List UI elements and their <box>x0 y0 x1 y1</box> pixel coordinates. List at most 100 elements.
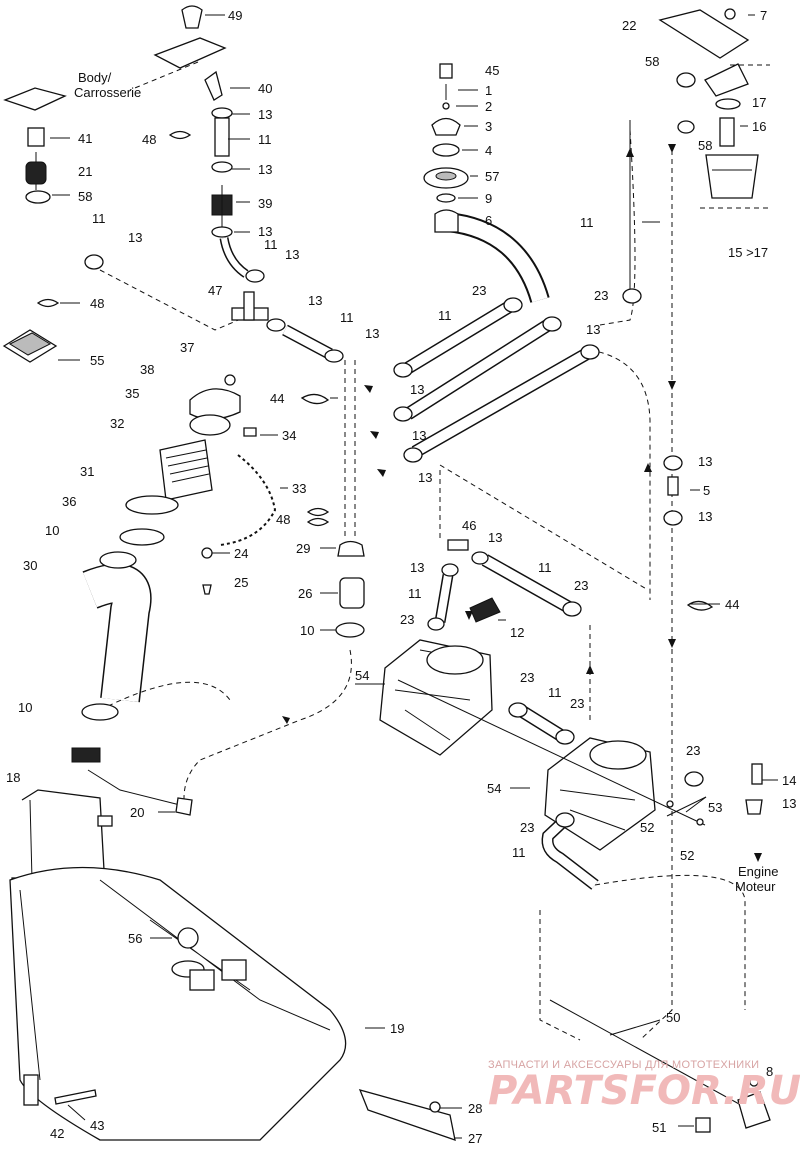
note-body: Body/ <box>78 70 112 85</box>
label-43: 43 <box>90 1118 104 1133</box>
label-20: 20 <box>130 805 144 820</box>
label-11: 11 <box>264 237 278 252</box>
label-33: 33 <box>292 481 306 496</box>
label-39: 39 <box>258 196 272 211</box>
label-49: 49 <box>228 8 242 23</box>
label-3: 3 <box>485 119 492 134</box>
label-10: 10 <box>18 700 32 715</box>
label-13: 13 <box>308 293 322 308</box>
label-23: 23 <box>686 743 700 758</box>
label-18: 18 <box>6 770 20 785</box>
label-44: 44 <box>725 597 739 612</box>
label-25: 25 <box>234 575 248 590</box>
note-engine-fr: Moteur <box>735 879 776 894</box>
label-10: 10 <box>45 523 59 538</box>
label-5: 5 <box>703 483 710 498</box>
note-engine: Engine <box>738 864 778 879</box>
label-40: 40 <box>258 81 272 96</box>
label-17: 17 <box>752 95 766 110</box>
flow-arrows <box>282 144 762 862</box>
label-30: 30 <box>23 558 37 573</box>
label-13: 13 <box>488 530 502 545</box>
watermark-logo: PARTSFOR.RU <box>488 1068 800 1114</box>
label-26: 26 <box>298 586 312 601</box>
label-44: 44 <box>270 391 284 406</box>
label-48: 48 <box>142 132 156 147</box>
label-23: 23 <box>520 670 534 685</box>
label-13: 13 <box>412 428 426 443</box>
label-11: 11 <box>340 310 354 325</box>
label-11: 11 <box>92 211 106 226</box>
label-13: 13 <box>258 224 272 239</box>
label-48: 48 <box>90 296 104 311</box>
label-42: 42 <box>50 1126 64 1141</box>
label-23: 23 <box>594 288 608 303</box>
label-13: 13 <box>782 796 796 811</box>
label-13: 13 <box>698 454 712 469</box>
label-46: 46 <box>462 518 476 533</box>
label-55: 55 <box>90 353 104 368</box>
label-23: 23 <box>472 283 486 298</box>
parts <box>2 5 771 1141</box>
label-47: 47 <box>208 283 222 298</box>
label-34: 34 <box>282 428 296 443</box>
hose-lines <box>27 120 631 890</box>
label-13: 13 <box>698 509 712 524</box>
label-22: 22 <box>622 18 636 33</box>
label-14: 14 <box>782 773 796 788</box>
label-58: 58 <box>698 138 712 153</box>
label-12: 12 <box>510 625 524 640</box>
label-58: 58 <box>78 189 92 204</box>
label-29: 29 <box>296 541 310 556</box>
label-41: 41 <box>78 131 92 146</box>
watermark-tagline: ЗАПЧАСТИ И АКСЕССУАРЫ ДЛЯ МОТОТЕХНИКИ <box>488 1059 759 1071</box>
label-58: 58 <box>645 54 659 69</box>
label-32: 32 <box>110 416 124 431</box>
label-31: 31 <box>80 464 94 479</box>
label-51: 51 <box>652 1120 666 1135</box>
label-53: 53 <box>708 800 722 815</box>
label-50: 50 <box>666 1010 680 1025</box>
label-52: 52 <box>680 848 694 863</box>
label-54: 54 <box>355 668 369 683</box>
label-11: 11 <box>548 685 562 700</box>
label-9: 9 <box>485 191 492 206</box>
label-13: 13 <box>410 382 424 397</box>
label-36: 36 <box>62 494 76 509</box>
label-13: 13 <box>365 326 379 341</box>
label-1: 1 <box>485 83 492 98</box>
notes: Body/ Carrosserie Engine Moteur <box>74 70 778 894</box>
label-8: 8 <box>766 1064 773 1079</box>
label-11: 11 <box>438 308 452 323</box>
label-13: 13 <box>586 322 600 337</box>
label-11: 11 <box>258 132 272 147</box>
routing-lines <box>99 61 770 1041</box>
label-54: 54 <box>487 781 501 796</box>
part-labels: 49 40 13 11 48 13 39 13 11 13 41 21 58 1… <box>6 8 796 1146</box>
label-13: 13 <box>418 470 432 485</box>
label-4: 4 <box>485 143 492 158</box>
note-body-fr: Carrosserie <box>74 85 141 100</box>
label-13: 13 <box>128 230 142 245</box>
label-24: 24 <box>234 546 248 561</box>
label-48: 48 <box>276 512 290 527</box>
label-21: 21 <box>78 164 92 179</box>
label-45: 45 <box>485 63 499 78</box>
label-23: 23 <box>570 696 584 711</box>
label-15-17: 15 >17 <box>728 245 768 260</box>
label-11: 11 <box>580 215 594 230</box>
label-10: 10 <box>300 623 314 638</box>
label-13: 13 <box>258 107 272 122</box>
watermark: ЗАПЧАСТИ И АКСЕССУАРЫ ДЛЯ МОТОТЕХНИКИ PA… <box>488 1059 800 1114</box>
label-23: 23 <box>520 820 534 835</box>
label-52: 52 <box>640 820 654 835</box>
label-56: 56 <box>128 931 142 946</box>
label-35: 35 <box>125 386 139 401</box>
label-13: 13 <box>410 560 424 575</box>
label-27: 27 <box>468 1131 482 1146</box>
leader-lines <box>50 14 778 1139</box>
label-23: 23 <box>400 612 414 627</box>
label-38: 38 <box>140 362 154 377</box>
label-6: 6 <box>485 213 492 228</box>
